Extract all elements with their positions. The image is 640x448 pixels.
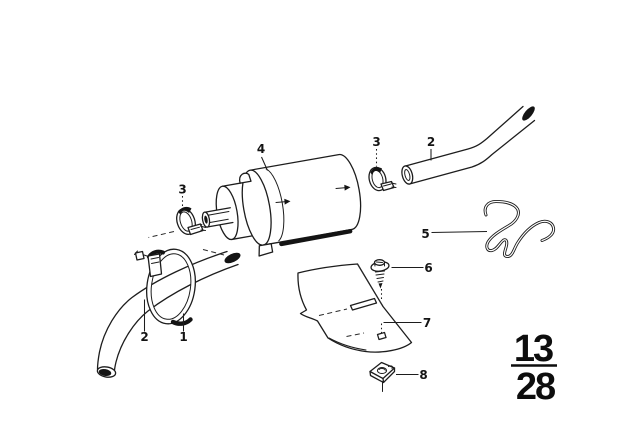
part-shield-plate [297, 263, 413, 353]
callout-5[interactable]: 5 [421, 227, 429, 241]
part-hose-lower-left [96, 250, 241, 378]
screw-tip [378, 283, 383, 289]
sheet-number: 13 28 [511, 328, 557, 408]
part-screw [370, 259, 390, 300]
band-shading-bottom [170, 317, 193, 326]
hose-open-end [401, 165, 414, 185]
shield-slot [349, 297, 378, 311]
clip-nut-hole [376, 367, 388, 374]
canister-body [249, 153, 362, 246]
part-band-clamp [134, 248, 196, 326]
callout-leader-lines [143, 149, 488, 376]
clamp-shading [370, 167, 382, 175]
clamp-shading [178, 206, 192, 215]
hose-end-shading [522, 106, 535, 121]
part-hose-clamp-left [176, 206, 206, 236]
sheet-number-numerator: 13 [514, 328, 553, 370]
flow-direction-arrows [275, 184, 351, 205]
canister-top-tab [239, 172, 252, 184]
clip-nut-face [369, 361, 396, 380]
callout-7[interactable]: 7 [423, 316, 431, 330]
part-wire-retainer [483, 199, 556, 259]
shield-hole [376, 331, 387, 341]
worm-screw-head [134, 250, 145, 261]
callout-3-left[interactable]: 3 [178, 183, 186, 197]
callout-1[interactable]: 1 [179, 330, 187, 344]
worm-screw-housing [147, 253, 163, 278]
part-clip-nut [369, 361, 396, 392]
hose-cut-end-shading [224, 252, 241, 264]
part-canister [201, 153, 362, 257]
canister-shading [279, 229, 353, 247]
callout-6[interactable]: 6 [424, 261, 432, 275]
sheet-number-denominator: 28 [516, 366, 555, 408]
callout-2-right[interactable]: 2 [427, 135, 435, 149]
callout-8[interactable]: 8 [419, 368, 427, 382]
callout-4[interactable]: 4 [257, 142, 265, 156]
callout-3-right[interactable]: 3 [372, 135, 380, 149]
canister-bottom-tab [258, 243, 274, 257]
part-hose-upper-right [401, 105, 536, 185]
callout-2-left[interactable]: 2 [140, 330, 148, 344]
part-hose-clamp-right [368, 166, 397, 192]
